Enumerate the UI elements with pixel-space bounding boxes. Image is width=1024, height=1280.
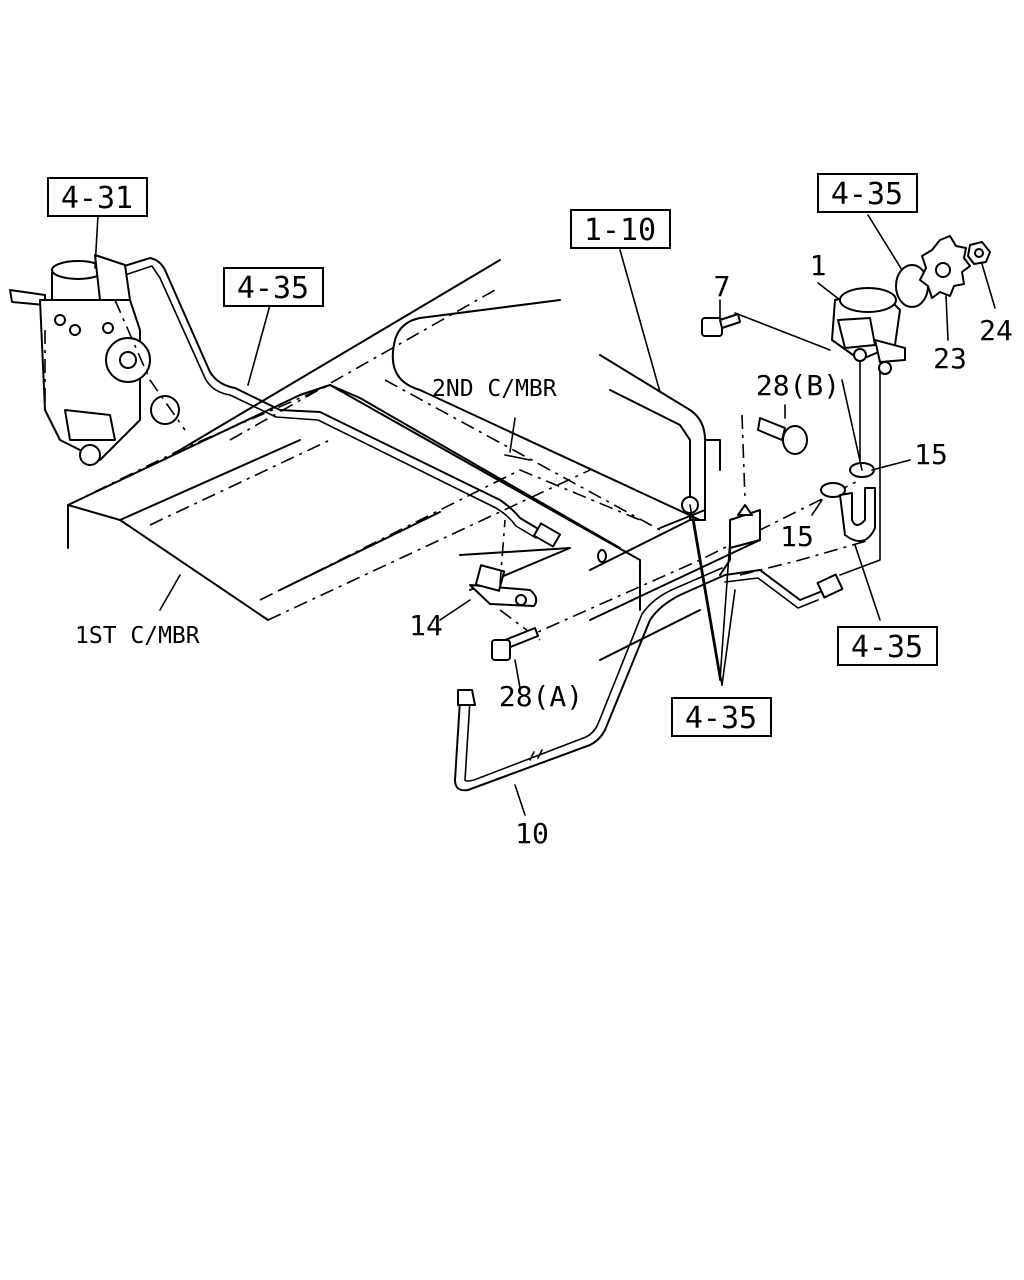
ref-label-4-31: 4-31 [61,181,133,216]
o-ring [895,264,929,308]
callout-23: 23 [933,342,967,375]
label-2nd-cross-member: 2ND C/MBR [432,376,557,402]
callout-14: 14 [409,609,443,642]
bolt-7 [701,312,831,351]
hose-10 [454,567,726,792]
ref-box-1-10: 1-10 [570,209,671,249]
chassis-frame [67,259,861,661]
callout-1: 1 [810,249,827,282]
callout-15-lower: 15 [780,520,814,553]
ref-box-4-35-bottom: 4-35 [671,697,772,737]
master-cylinder [9,254,186,466]
gear-23 [919,235,971,341]
ref-box-4-31: 4-31 [47,177,148,217]
bolt-28b [757,417,808,455]
callout-28b: 28(B) [756,369,840,402]
callout-15-upper: 15 [914,438,948,471]
ref-box-4-35-right: 4-35 [837,626,938,666]
ref-box-4-35-top-right: 4-35 [817,173,918,213]
switch-bracket [459,519,607,641]
ref-box-4-35-upper-left: 4-35 [223,267,324,307]
ref-label-1-10: 1-10 [584,213,656,248]
callout-7: 7 [714,270,731,303]
ref-label-4-35-top-right: 4-35 [831,177,903,212]
leader-lines [94,214,903,816]
callout-10: 10 [515,817,549,850]
pump-pipe [719,539,871,609]
callout-24: 24 [979,314,1013,347]
ref-label-4-35-upper-left: 4-35 [237,271,309,306]
callout-28a: 28(A) [499,680,583,713]
clip-15-lower [811,482,846,516]
brake-pipe [117,257,562,548]
ref-label-4-35-right: 4-35 [851,630,923,665]
clip-bracket [681,414,761,681]
pump-1 [831,287,906,576]
bolt-28a [491,627,539,661]
label-1st-cross-member: 1ST C/MBR [75,623,200,649]
nut-24 [967,241,996,309]
ref-label-4-35-bottom: 4-35 [685,701,757,736]
hose-15 [839,487,881,621]
